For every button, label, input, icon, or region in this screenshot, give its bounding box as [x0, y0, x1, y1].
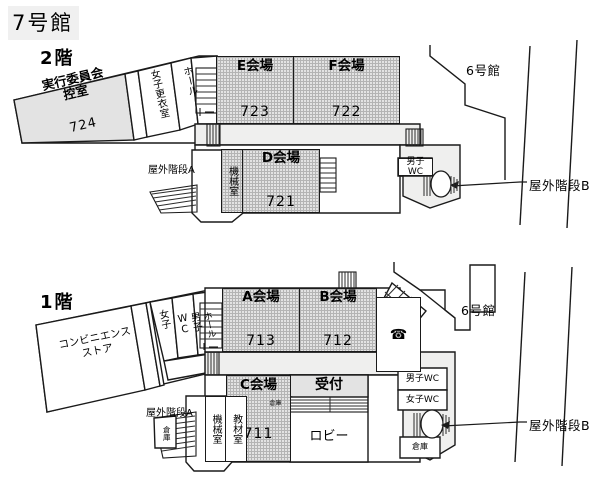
floor-label-1f: 1階: [40, 292, 75, 313]
annotation-okugai-kaidan-a-2f: 屋外階段A: [148, 165, 195, 176]
room-b-kaijou-name: B会場: [319, 289, 357, 306]
room-lobby-name: ロビー: [309, 428, 349, 444]
room-b-kaijou[interactable]: B会場 712: [299, 288, 377, 352]
room-kikai-2f[interactable]: 機械室: [221, 149, 243, 213]
room-kikai-1f-name: 機械室: [210, 414, 222, 444]
room-d-kaijou[interactable]: D会場 721: [242, 149, 320, 213]
room-a-kaijou-name: A会場: [242, 289, 280, 306]
room-kyouzai-name: 教材室: [230, 414, 242, 444]
room-joshi-wc-1f[interactable]: 女子WC: [398, 390, 447, 410]
room-souko-c[interactable]: 倉庫: [401, 438, 439, 457]
room-souko-a[interactable]: 倉庫: [156, 418, 176, 448]
phone-icon: ☎: [389, 326, 408, 343]
floor-label-2f: 2階: [40, 48, 75, 69]
room-a-kaijou-number: 713: [246, 333, 276, 350]
room-a-kaijou[interactable]: A会場 713: [222, 288, 300, 352]
annotation-okugai-kaidan-a-1f: 屋外階段A: [146, 408, 193, 419]
room-dansi-wc-1f[interactable]: 男子WC: [398, 368, 447, 390]
annotation-okugai-kaidan-b-2f: 屋外階段B: [529, 178, 591, 193]
room-joshi-wc-1f-name: 女子WC: [405, 394, 440, 405]
neighbor-label-6gokan-1f: 6号館: [461, 303, 496, 318]
room-souko-b[interactable]: 倉庫: [266, 396, 285, 412]
neighbor-label-6gokan-2f: 6号館: [466, 63, 501, 78]
building-title: 7号館: [8, 6, 80, 40]
room-uketsuke-name: 受付: [315, 376, 343, 393]
room-souko-b-name: 倉庫: [269, 399, 282, 407]
room-dansi-wc-1f-name: 男子WC: [405, 373, 440, 384]
room-c-kaijou-name: C会場: [240, 377, 277, 394]
room-conveni-name: コンビニエンス ストア: [57, 324, 132, 360]
room-b-kaijou-number: 712: [323, 333, 353, 350]
room-kyouzai[interactable]: 教材室: [226, 396, 247, 462]
phone-alcove: ☎: [376, 297, 421, 372]
annotation-okugai-kaidan-b-1f: 屋外階段B: [529, 418, 591, 433]
room-souko-c-name: 倉庫: [412, 442, 428, 452]
room-lobby[interactable]: ロビー: [290, 412, 368, 462]
room-souko-a-name: 倉庫: [162, 425, 172, 441]
room-uketsuke[interactable]: 受付: [290, 374, 368, 397]
room-kikai-1f[interactable]: 機械室: [205, 396, 226, 462]
